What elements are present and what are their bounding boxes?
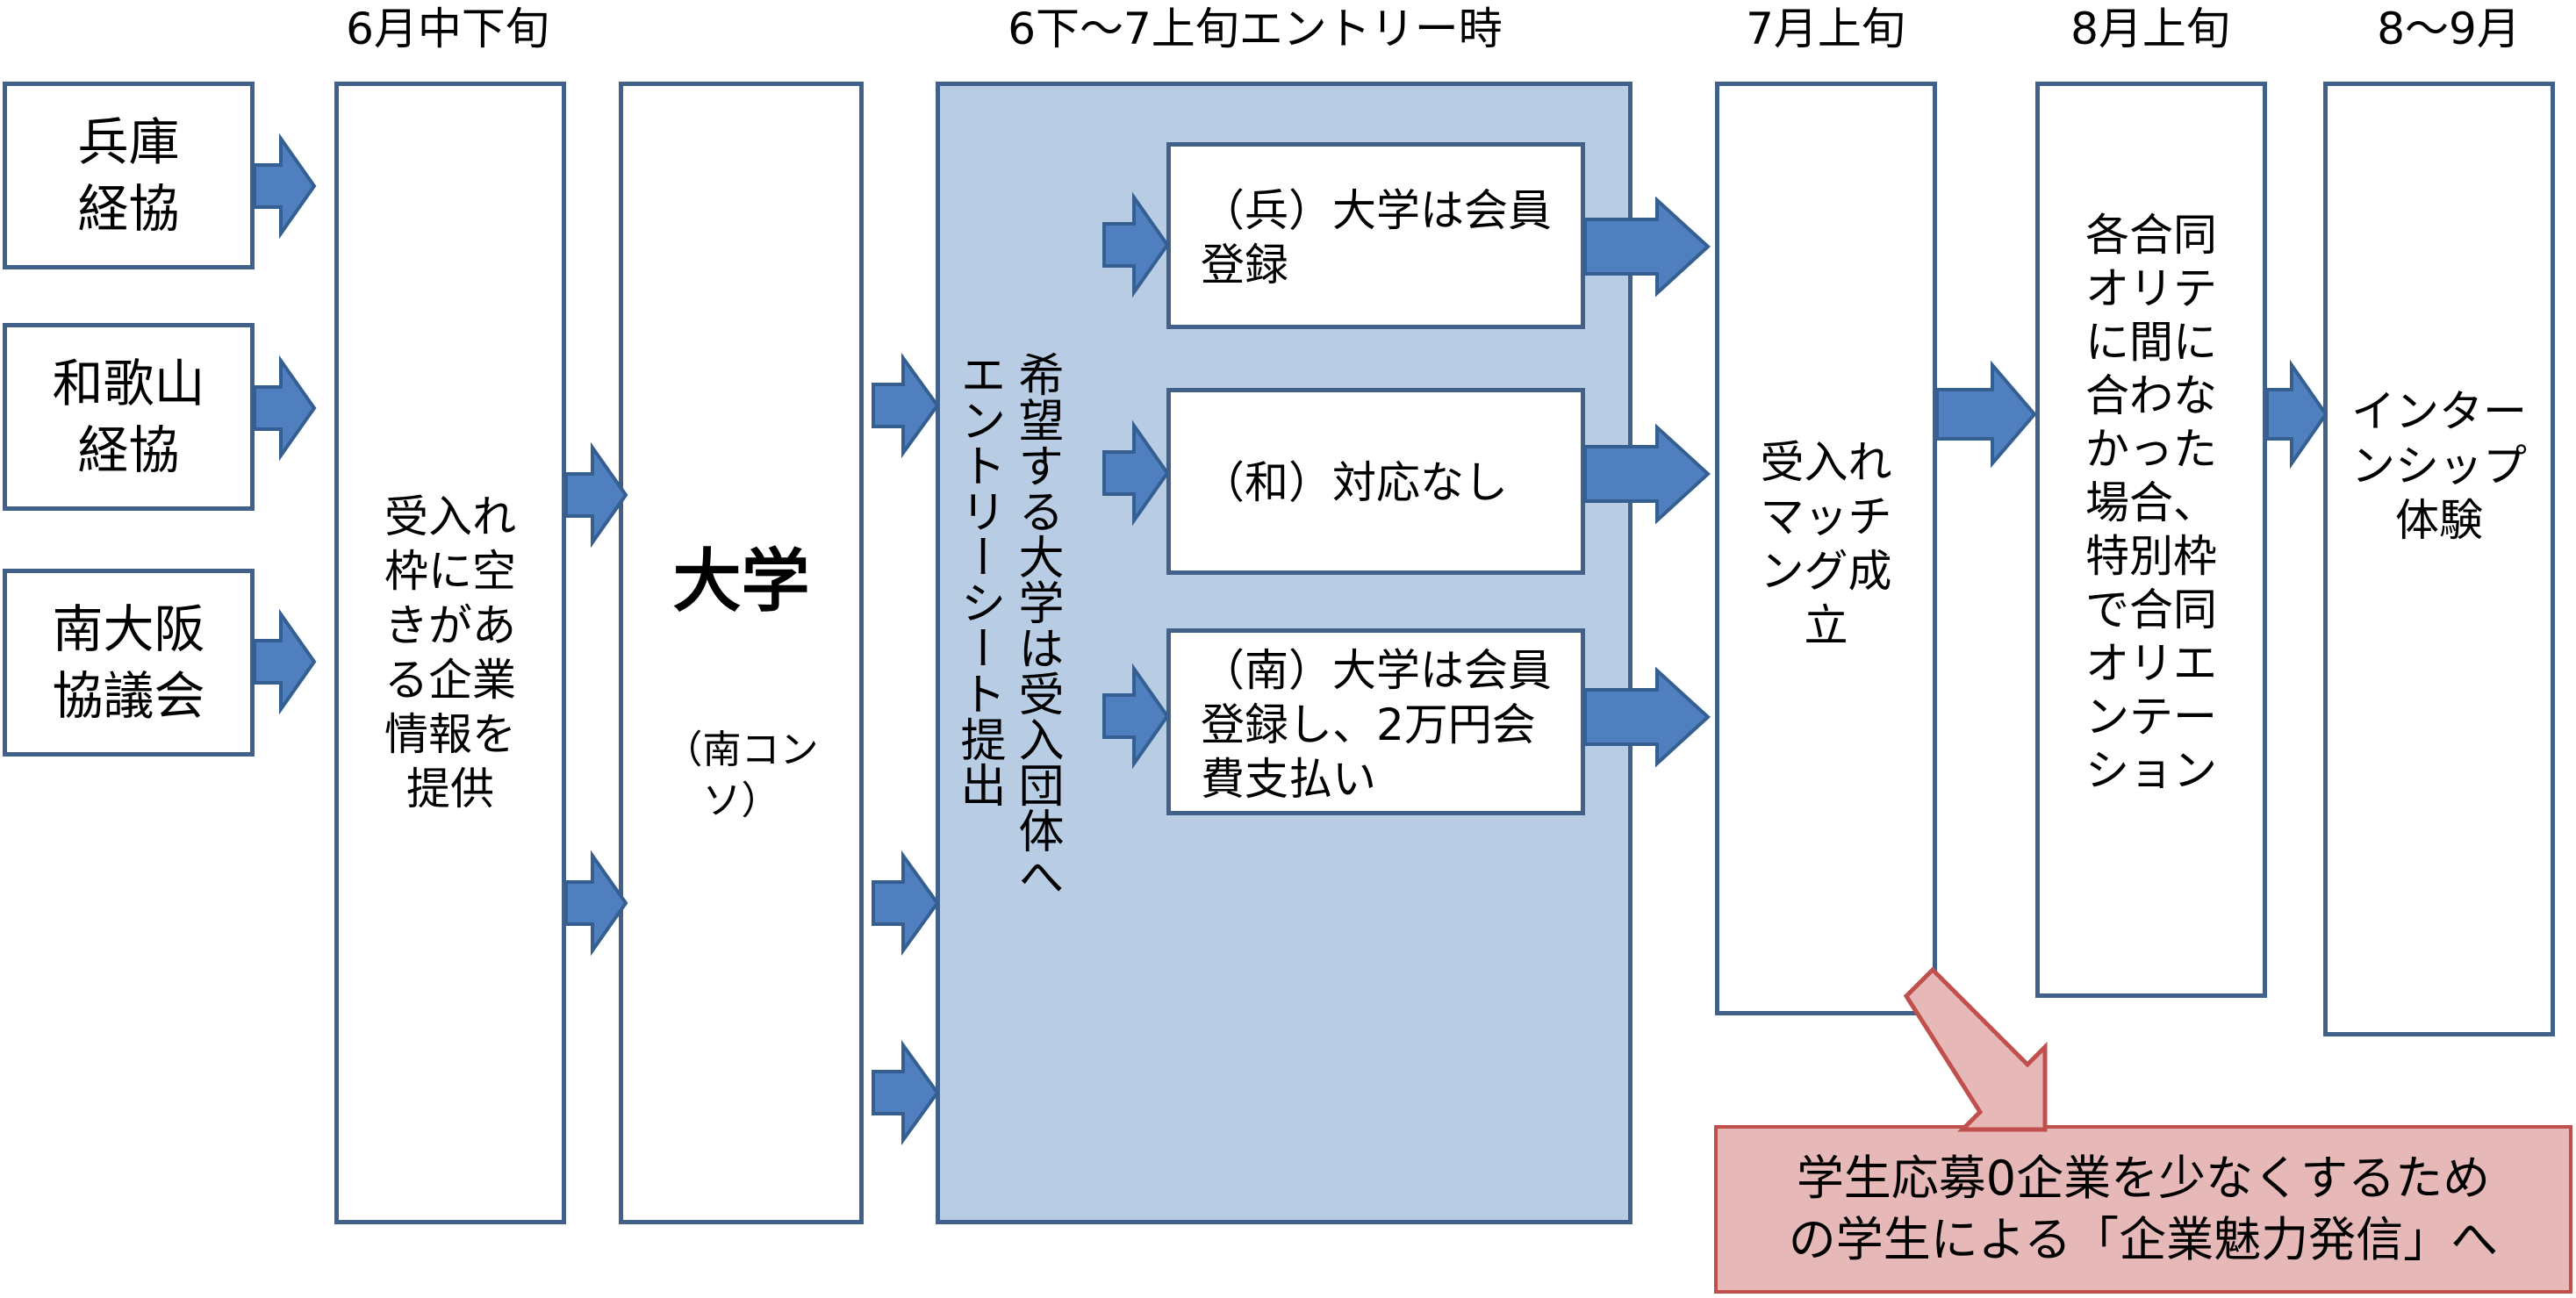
- arrow-hyogo-entry-to-matching: [1583, 196, 1711, 298]
- arrow-minami-entry-to-matching: [1583, 666, 1711, 768]
- university-box: 大学 （南コン ソ）: [619, 82, 864, 1224]
- university-sub-line-1: （南コン: [664, 728, 819, 772]
- arrow-matching-to-callout: [1903, 966, 2048, 1132]
- source-wakayama-line-2: 経協: [77, 420, 180, 480]
- companies-info-box: 受入れ 枠に空 きがあ る企業 情報を 提供: [334, 82, 566, 1224]
- arrow-panel-to-wakayama-entry: [1102, 420, 1170, 527]
- header-entry: 6下～7上旬エントリー時: [1008, 4, 1503, 54]
- header-august: 8月上旬: [2070, 4, 2230, 54]
- header-june: 6月中下旬: [346, 4, 549, 54]
- arrow-wakayama-to-companies: [253, 355, 317, 462]
- orientation-line-8: で合同: [2085, 584, 2217, 635]
- matching-line-4: 立: [1804, 600, 1848, 651]
- source-hyogo-line-2: 経協: [77, 179, 180, 239]
- arrow-orientation-to-internship: [2265, 359, 2328, 470]
- arrow-companies-to-university-2: [564, 850, 628, 957]
- entry-wakayama-line-1: （和）対応なし: [1201, 457, 1508, 508]
- internship-line-1: インター: [2351, 386, 2527, 437]
- companies-line-1: 受入れ: [384, 491, 516, 542]
- matching-line-2: マッチ: [1760, 491, 1892, 542]
- entry-minami-line-3: 費支払い: [1201, 754, 1376, 805]
- arrow-panel-to-hyogo-entry: [1102, 191, 1170, 298]
- arrow-panel-to-minami-entry: [1102, 663, 1170, 770]
- arrow-matching-to-orientation: [1935, 360, 2037, 469]
- matching-line-3: ング成: [1760, 546, 1892, 597]
- orientation-line-10: ンテー: [2085, 692, 2217, 742]
- entry-box-wakayama: （和）対応なし: [1166, 388, 1585, 575]
- arrow-university-to-entry-1: [872, 352, 940, 459]
- entry-box-hyogo: （兵）大学は会員 登録: [1166, 142, 1585, 329]
- source-hyogo-line-1: 兵庫: [77, 112, 180, 172]
- companies-line-4: る企業: [384, 655, 516, 706]
- orientation-line-6: 場合、: [2085, 477, 2217, 528]
- source-minami-osaka-line-1: 南大阪: [52, 599, 205, 659]
- callout-line-1: 学生応募0企業を少なくするため: [1796, 1151, 2491, 1206]
- university-sub-line-2: ソ）: [702, 778, 780, 823]
- orientation-line-3: に間に: [2085, 317, 2217, 368]
- arrow-companies-to-university-1: [564, 441, 628, 549]
- orientation-line-1: 各合同: [2085, 210, 2217, 261]
- header-aug-sep: 8～9月: [2377, 4, 2521, 54]
- orientation-line-9: オリエ: [2085, 638, 2217, 689]
- entry-hyogo-line-1: （兵）大学は会員: [1201, 185, 1552, 236]
- matching-line-1: 受入れ: [1760, 437, 1892, 488]
- callout-box: 学生応募0企業を少なくするため の学生による「企業魅力発信」へ: [1714, 1125, 2572, 1294]
- companies-line-6: 提供: [406, 764, 494, 814]
- source-box-minami-osaka: 南大阪協議会: [3, 569, 255, 757]
- orientation-line-2: オリテ: [2085, 263, 2217, 314]
- header-july: 7月上旬: [1746, 4, 1905, 54]
- internship-box: インター ンシップ 体験: [2323, 82, 2555, 1036]
- university-title: 大学: [672, 542, 810, 621]
- companies-line-2: 枠に空: [384, 546, 516, 597]
- orientation-line-11: ション: [2085, 745, 2217, 796]
- matching-box: 受入れ マッチ ング成 立: [1715, 82, 1937, 1015]
- entry-hyogo-line-2: 登録: [1201, 240, 1288, 290]
- entry-minami-line-1: （南）大学は会員: [1201, 645, 1552, 696]
- orientation-line-4: 合わな: [2085, 370, 2217, 421]
- orientation-line-5: かった: [2085, 424, 2217, 475]
- orientation-box: 各合同 オリテ に間に 合わな かった 場合、 特別枠 で合同 オリエ ンテー …: [2035, 82, 2267, 998]
- source-wakayama-line-1: 和歌山: [52, 354, 205, 413]
- companies-line-3: きがあ: [384, 600, 516, 651]
- arrow-hyogo-to-companies: [253, 133, 317, 240]
- callout-line-2: の学生による「企業魅力発信」へ: [1788, 1212, 2499, 1267]
- orientation-line-7: 特別枠: [2085, 531, 2217, 582]
- internship-line-3: 体験: [2395, 495, 2483, 546]
- source-minami-osaka-line-2: 協議会: [52, 666, 205, 726]
- companies-line-5: 情報を: [384, 709, 516, 760]
- source-box-hyogo: 兵庫経協: [3, 82, 255, 269]
- arrow-wakayama-entry-to-matching: [1583, 423, 1711, 525]
- arrow-minami-to-companies: [253, 608, 317, 715]
- arrow-university-to-entry-2: [872, 850, 940, 957]
- entry-minami-line-2: 登録し、2万円会: [1201, 699, 1536, 750]
- source-box-wakayama: 和歌山経協: [3, 323, 255, 511]
- internship-line-2: ンシップ: [2351, 441, 2527, 491]
- arrow-university-to-entry-3: [872, 1039, 940, 1146]
- entry-vertical-text: 希望する大学は受入団体へ エントリーシート提出: [952, 351, 1063, 899]
- entry-box-minami: （南）大学は会員 登録し、2万円会 費支払い: [1166, 628, 1585, 815]
